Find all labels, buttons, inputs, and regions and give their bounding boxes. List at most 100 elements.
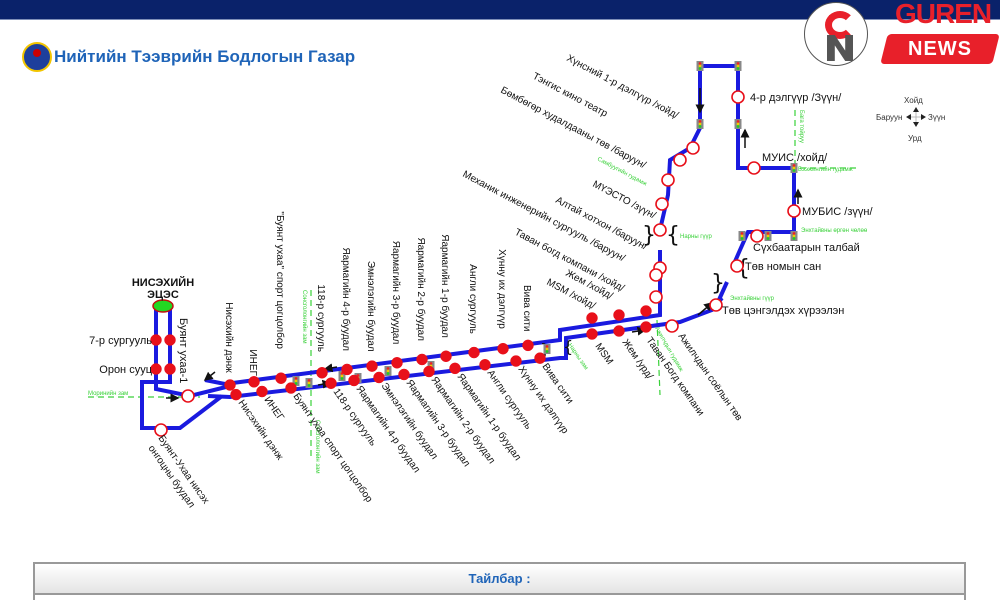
label-upper-5: Эмнэлэгийн буудал	[365, 261, 377, 352]
stop-north-row-1[interactable]	[613, 309, 625, 321]
stop-south-row-2[interactable]	[640, 321, 652, 333]
compass-west: Баруун	[876, 113, 903, 122]
stop-lower-0[interactable]	[230, 388, 242, 401]
traffic-light-icon	[292, 376, 300, 386]
street-label-sonsgolon-2: Сонсголонгийн зам	[314, 420, 321, 474]
label-upper-2: "Буянт ухаа" спорт цогцолбор	[274, 211, 286, 349]
stop-lower-6[interactable]	[398, 368, 410, 381]
terminal-marker[interactable]	[152, 299, 174, 313]
stop-buyant-ukhaa-1[interactable]	[181, 389, 195, 403]
street-ajilchdyn-line	[656, 319, 661, 396]
stop-upper-10[interactable]	[497, 342, 509, 355]
stop-muis[interactable]	[747, 161, 761, 175]
stop-tuv-tsengeldekh[interactable]	[709, 298, 723, 312]
route-line-lower	[207, 296, 724, 400]
route-line-upper	[204, 250, 662, 387]
stop-lower-8[interactable]	[449, 362, 461, 375]
stop-lower-7[interactable]	[423, 365, 435, 378]
stop-lower-1[interactable]	[256, 385, 268, 398]
stop-lower-10[interactable]	[510, 355, 522, 367]
label-muis: МУИС /хойд/	[762, 152, 828, 164]
g-letter-icon	[825, 11, 855, 39]
bridge-bracket-right: {	[666, 223, 680, 248]
stop-vertical-0[interactable]	[150, 334, 162, 346]
stop-north-branch-2[interactable]	[653, 223, 667, 237]
label-mueesto: МҮЭСТО /зүүн/	[591, 179, 658, 222]
compass-arrows-icon	[906, 107, 926, 127]
street-label-beijing: Бээжингийн гудамж	[798, 166, 853, 173]
emblem-icon	[22, 42, 52, 72]
legend-title: Тайлбар :	[35, 564, 964, 595]
stop-sukhbaatar[interactable]	[750, 229, 764, 243]
terminal-label-line1: НИСЭХИЙН	[132, 276, 194, 289]
label-tuv-tsengeldekh: Төв цэнгэлдэх хүрээлэн	[722, 305, 844, 317]
label-sukhbaatar: Сүхбаатарын талбай	[753, 242, 860, 254]
stop-mekhanik[interactable]	[649, 268, 663, 282]
label-upper-7: Яармагийн 2-р буудал	[415, 237, 427, 341]
stop-north-branch-6[interactable]	[686, 141, 700, 155]
stop-upper-11[interactable]	[522, 339, 534, 352]
street-label-narny-guur: Нарны гүүр	[680, 234, 712, 240]
stop-4-r-delguur[interactable]	[731, 90, 745, 104]
stop-lower-4[interactable]	[348, 374, 360, 387]
label-mubis: МУБИС /зүүн/	[802, 206, 873, 218]
label-buyant-ukhaa-1: Буянт ухаа-1	[177, 318, 189, 383]
traffic-light-icon	[734, 61, 742, 71]
stop-south-row-1[interactable]	[613, 325, 625, 337]
traffic-light-icon	[764, 231, 772, 241]
stop-upper-1[interactable]	[248, 376, 260, 388]
stop-ajilchdyn-soyol[interactable]	[665, 319, 679, 333]
stop-lower-3[interactable]	[325, 377, 337, 389]
traffic-light-icon	[790, 163, 798, 173]
stop-lower-9[interactable]	[479, 359, 491, 371]
legend-panel: Тайлбар :	[33, 562, 966, 600]
traffic-light-icon	[696, 61, 704, 71]
watermark-logo: GUREN NEWS	[800, 0, 1000, 72]
terminal-label: НИСЭХИЙН ЭЦЭС	[132, 276, 194, 301]
stop-south-row-0[interactable]	[586, 328, 598, 340]
traffic-light-icon	[696, 119, 704, 129]
street-label-enkhtaivny-urgen: Энхтайвны өргөн чөлөө	[801, 227, 868, 234]
stop-north-branch-4[interactable]	[661, 173, 675, 187]
label-lower-1: ИНЕГ	[262, 395, 287, 423]
stop-lower-11[interactable]	[534, 352, 546, 364]
traffic-light-icon	[738, 231, 746, 241]
label-lower-2: Буянт ухаа спорт цогцолбор	[291, 391, 376, 505]
stop-north-row-2[interactable]	[640, 305, 652, 317]
stops-layer	[150, 90, 801, 437]
compass-south: Урд	[908, 134, 922, 143]
label-upper-4: Яармагийн 4-р буудал	[340, 247, 352, 351]
stop-upper-3[interactable]	[316, 367, 328, 379]
label-khunsnii: Хүнсний 1-р дэлгүүр /хойд/	[565, 53, 681, 121]
compass-north: Хойд	[904, 96, 923, 105]
stop-tavan-bogd-north[interactable]	[649, 290, 663, 304]
stop-vertical-1[interactable]	[164, 334, 176, 346]
stop-tuv-nomyn-san[interactable]	[730, 259, 744, 273]
stop-upper-8[interactable]	[440, 350, 452, 363]
stop-north-branch-3[interactable]	[655, 197, 669, 211]
stop-north-branch-5[interactable]	[673, 153, 687, 167]
label-tuv-nomyn-san: Төв номын сан	[745, 261, 821, 273]
stop-upper-2[interactable]	[275, 372, 287, 384]
stop-buyant-ukhaa-airport[interactable]	[154, 423, 168, 437]
traffic-light-icon	[790, 231, 798, 241]
route-lines	[140, 64, 796, 430]
stop-vertical-2[interactable]	[150, 363, 162, 375]
bridge-bracket-left: }	[642, 223, 656, 248]
label-msm-south: MSM	[593, 341, 615, 366]
stop-lower-5[interactable]	[373, 371, 385, 384]
stop-upper-7[interactable]	[416, 353, 428, 366]
stop-upper-5[interactable]	[366, 360, 378, 372]
compass-east: Зүүн	[928, 113, 946, 122]
stop-lower-2[interactable]	[285, 382, 297, 394]
stop-upper-0[interactable]	[224, 379, 236, 391]
compass-rose: Хойд Баруун Зүүн Урд	[876, 96, 966, 146]
watermark-circle	[804, 2, 868, 66]
label-upper-1: ИНЕГ	[247, 349, 258, 376]
stop-upper-9[interactable]	[468, 346, 480, 359]
stop-north-row-0[interactable]	[586, 312, 598, 324]
stop-upper-6[interactable]	[391, 357, 403, 369]
stop-mubis[interactable]	[787, 204, 801, 218]
stop-vertical-3[interactable]	[164, 363, 176, 375]
stop-upper-4[interactable]	[341, 363, 353, 376]
